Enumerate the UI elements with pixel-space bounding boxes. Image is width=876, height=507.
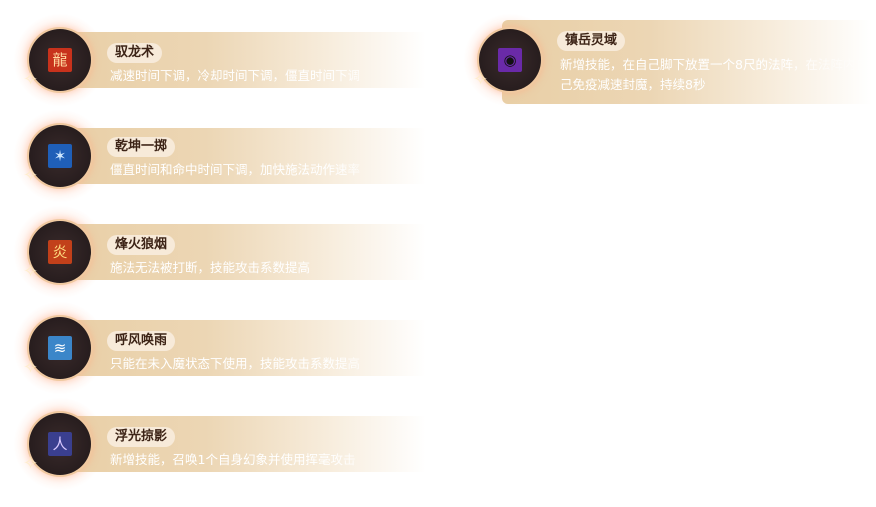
dragon-flame-icon: 龍 [48, 48, 72, 72]
skill-icon-frame[interactable]: ◉ ✧ [473, 29, 541, 91]
phantom-figures-icon: 人 [48, 432, 72, 456]
skill-icon-frame[interactable]: ≋ ✧ [23, 317, 91, 379]
skill-description: 新增技能，召唤1个自身幻象并使用挥毫攻击 [110, 452, 356, 467]
storm-icon: ≋ [48, 336, 72, 360]
blue-burst-icon: ✶ [48, 144, 72, 168]
skill-name: 浮光掠影 [107, 427, 176, 447]
skill-icon-frame[interactable]: 人 ✧ [23, 413, 91, 475]
skill-description: 只能在未入魔状态下使用，技能攻击系数提高 [110, 356, 361, 371]
skill-name: 呼风唤雨 [107, 331, 176, 351]
sparkle-icon: ✧ [23, 261, 39, 282]
sparkle-icon: ✧ [23, 453, 39, 474]
sparkle-icon: ✧ [473, 69, 489, 90]
skill-description: 施法无法被打断，技能攻击系数提高 [110, 260, 311, 275]
skill-description: 新增技能，在自己脚下放置一个8尺的法阵，在法阵内自己免疫减速封魔，持续8秒 [560, 57, 868, 92]
void-vortex-icon: ◉ [498, 48, 522, 72]
fire-beacon-icon: 炎 [48, 240, 72, 264]
skill-description: 减速时间下调，冷却时间下调，僵直时间下调 [110, 68, 361, 83]
skill-description: 僵直时间和命中时间下调，加快施法动作速率 [110, 162, 361, 177]
skill-name: 镇岳灵域 [557, 31, 626, 51]
skill-icon-frame[interactable]: 炎 ✧ [23, 221, 91, 283]
sparkle-icon: ✧ [23, 69, 39, 90]
sparkle-icon: ✧ [23, 165, 39, 186]
sparkle-icon: ✧ [23, 357, 39, 378]
skill-name: 乾坤一掷 [107, 137, 176, 157]
skill-name: 烽火狼烟 [107, 235, 176, 255]
skill-name: 驭龙术 [107, 43, 163, 63]
skill-icon-frame[interactable]: ✶ ✧ [23, 125, 91, 187]
skill-icon-frame[interactable]: 龍 ✧ [23, 29, 91, 91]
